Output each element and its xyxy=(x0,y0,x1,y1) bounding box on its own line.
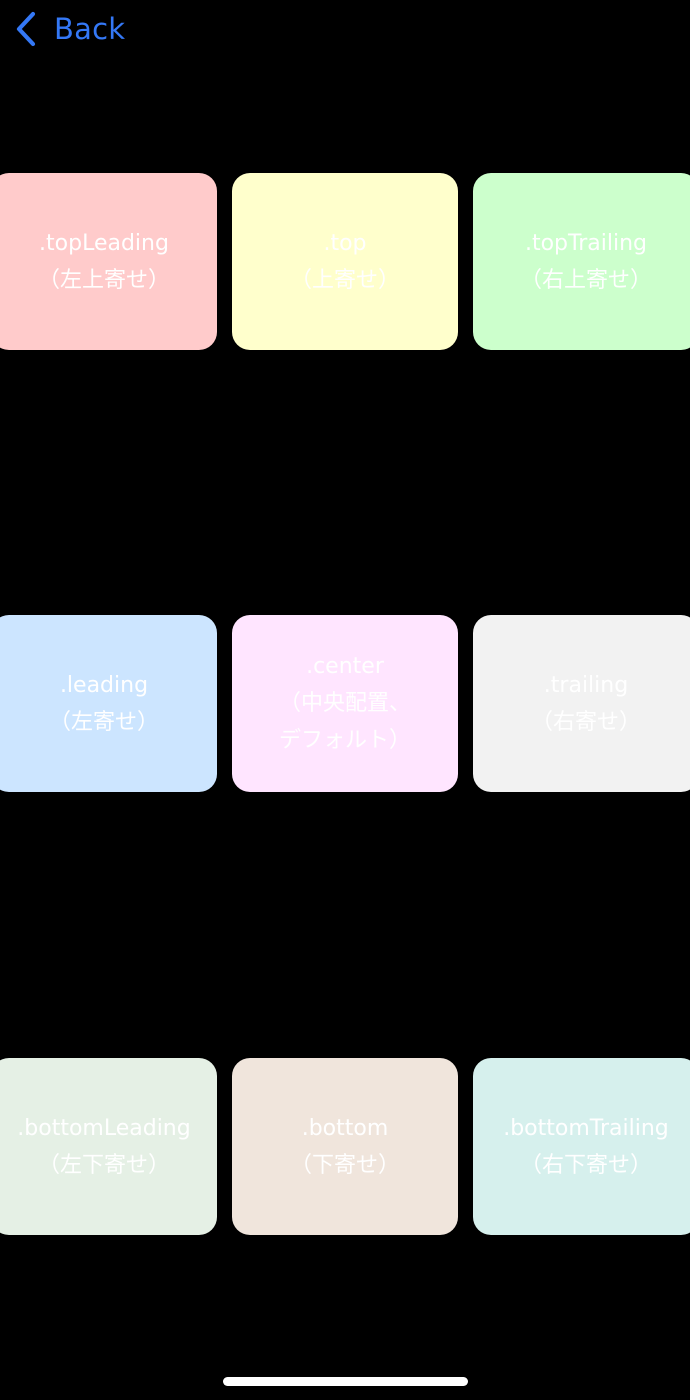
tile-top-leading[interactable]: .topLeading （左上寄せ） xyxy=(0,173,217,350)
tile-title: .bottomLeading xyxy=(17,1115,191,1141)
tile-title: .bottomTrailing xyxy=(503,1115,669,1141)
tile-bottom-leading[interactable]: .bottomLeading （左下寄せ） xyxy=(0,1058,217,1235)
tile-subtitle: （左寄せ） xyxy=(48,709,159,735)
back-button[interactable]: Back xyxy=(14,8,125,50)
tile-top-trailing[interactable]: .topTrailing （右上寄せ） xyxy=(473,173,690,350)
tile-content: .bottomTrailing （右下寄せ） xyxy=(503,1110,669,1184)
tile-subtitle-line-2: デフォルト） xyxy=(278,728,411,753)
back-label: Back xyxy=(54,12,126,46)
tile-title: .trailing xyxy=(543,672,629,698)
home-indicator[interactable] xyxy=(223,1377,468,1386)
tile-title: .leading xyxy=(59,672,149,698)
tile-content: .top （上寄せ） xyxy=(290,225,400,299)
chevron-left-icon xyxy=(16,11,36,47)
tile-subtitle: （中央配置、 xyxy=(278,691,411,716)
tile-title: .bottom xyxy=(301,1115,389,1141)
tile-subtitle: （上寄せ） xyxy=(289,267,400,293)
tile-top[interactable]: .top （上寄せ） xyxy=(232,173,458,350)
tile-title: .center xyxy=(306,654,384,679)
tile-content: .bottomLeading （左下寄せ） xyxy=(17,1110,190,1184)
tile-content: .bottom （下寄せ） xyxy=(290,1110,400,1184)
tile-content: .topTrailing （右上寄せ） xyxy=(520,225,652,299)
tile-subtitle: （下寄せ） xyxy=(289,1152,400,1178)
tile-bottom-trailing[interactable]: .bottomTrailing （右下寄せ） xyxy=(473,1058,690,1235)
tile-content: .topLeading （左上寄せ） xyxy=(38,225,170,299)
tile-title: .topTrailing xyxy=(524,230,647,256)
tile-bottom[interactable]: .bottom （下寄せ） xyxy=(232,1058,458,1235)
tile-center[interactable]: .center （中央配置、 デフォルト） xyxy=(232,615,458,792)
tile-subtitle: （右上寄せ） xyxy=(519,267,652,293)
tile-title: .top xyxy=(323,230,367,256)
tile-content: .leading （左寄せ） xyxy=(49,667,159,741)
tile-leading[interactable]: .leading （左寄せ） xyxy=(0,615,217,792)
tile-subtitle: （左下寄せ） xyxy=(37,1152,170,1178)
tile-content: .center （中央配置、 デフォルト） xyxy=(279,648,411,759)
tile-subtitle: （右下寄せ） xyxy=(519,1152,652,1178)
tile-trailing[interactable]: .trailing （右寄せ） xyxy=(473,615,690,792)
tile-subtitle: （右寄せ） xyxy=(530,709,641,735)
tile-title: .topLeading xyxy=(39,230,169,256)
tile-subtitle: （左上寄せ） xyxy=(37,267,170,293)
tile-content: .trailing （右寄せ） xyxy=(531,667,641,741)
